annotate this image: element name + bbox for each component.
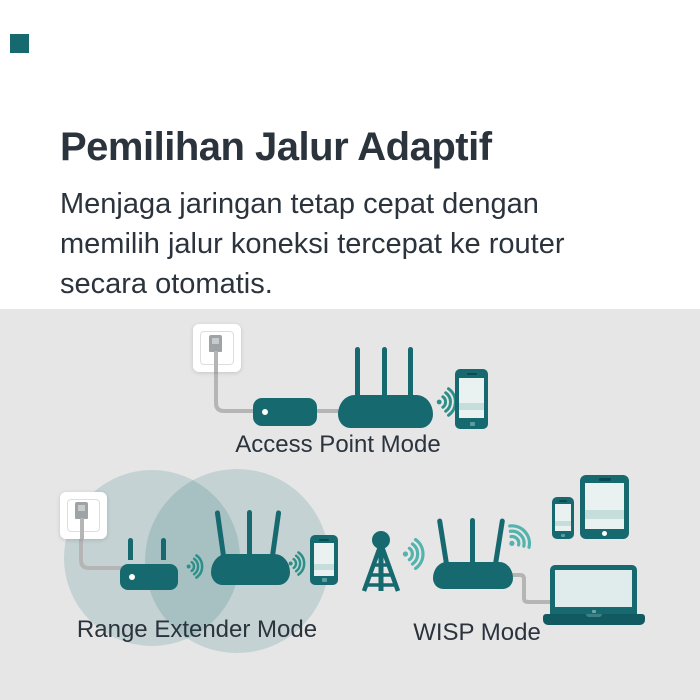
header: Pemilihan Jalur Adaptif Menjaga jaringan… [60,124,660,304]
laptop-base [543,614,645,625]
brand-accent-square [10,34,29,53]
phone-screen-band [459,403,484,410]
phone-screen [555,504,571,531]
router-antenna [470,518,475,564]
phone-home-button [469,422,475,426]
page-subtitle: Menjaga jaringan tetap cepat dengan memi… [60,184,660,304]
phone-home-button [561,534,565,537]
router-body [338,395,433,428]
page-title: Pemilihan Jalur Adaptif [60,125,492,169]
laptop-logo-dot [591,610,596,613]
access-point-mode-label: Access Point Mode [235,431,441,458]
router-body [211,554,290,585]
router-antenna [436,518,449,565]
tablet-screen-band [585,510,624,519]
router-antenna [408,347,413,399]
laptop-icon [550,565,637,615]
led-indicator [129,574,135,580]
tablet-screen [585,483,624,529]
tablet-camera [598,478,611,481]
router-antenna [382,347,387,399]
wifi-signal-icon [402,537,428,571]
plug-cable [80,518,84,539]
wifi-signal-icon [288,550,308,577]
router-antenna [214,510,226,557]
wifi-router-icon [338,347,433,428]
router-antenna [161,538,166,560]
range-extender-mode-label: Range Extender Mode [76,616,318,643]
wisp-mode-label: WISP Mode [413,619,541,646]
isp-tower-icon [359,531,403,593]
ethernet-cables [79,367,554,604]
router-antenna [355,347,360,399]
smartphone-icon [552,497,574,539]
router-body [433,562,513,589]
phone-screen [459,378,484,418]
wifi-router-icon [211,510,290,585]
router-antenna [493,518,506,565]
smartphone-icon [455,369,488,429]
router-antenna [128,538,133,560]
wall-outlet-icon [60,492,107,539]
page-subtitle-line1: Menjaga jaringan tetap cepat dengan [60,188,539,220]
phone-home-button [322,578,327,582]
range-extender-icon [253,398,317,426]
phone-screen-band [555,521,571,526]
ethernet-plug-icon [209,335,222,352]
phone-screen [314,543,334,576]
diagram-section: Access Point Mode [0,309,700,700]
led-indicator [262,409,268,415]
page-subtitle-line3: secara otomatis. [60,268,273,300]
laptop-screen [555,570,632,607]
router-antenna [270,510,282,557]
tablet-icon [580,475,629,539]
router-antenna [247,510,252,556]
smartphone-icon [310,535,338,585]
wifi-router-icon [433,518,513,589]
tablet-home-button [602,531,607,536]
extender-router-icon [120,538,178,590]
plug-cable [214,351,218,372]
ethernet-plug-icon [75,502,88,519]
phone-speaker [319,539,329,541]
wifi-signal-icon [498,516,540,559]
phone-screen-band [314,564,334,570]
phone-speaker [559,500,567,502]
phone-speaker [466,373,477,375]
page-subtitle-line2: memilih jalur koneksi tercepat ke router [60,228,565,260]
wall-outlet-icon [193,324,241,372]
wifi-signal-icon [186,553,206,580]
